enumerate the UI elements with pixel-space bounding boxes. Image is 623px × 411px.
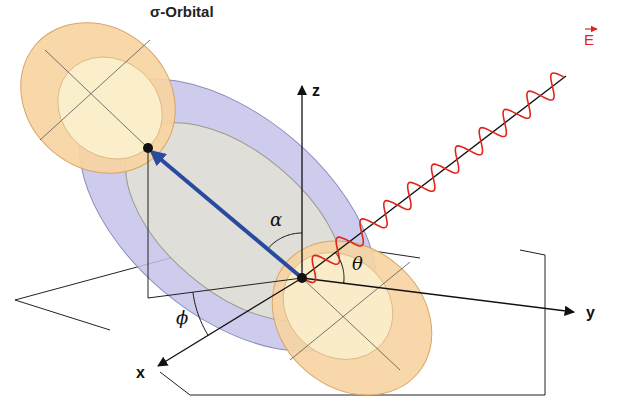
field-wave [302, 73, 564, 283]
origin-dot [297, 273, 307, 283]
projection-line [148, 150, 302, 298]
vector-accent [585, 28, 597, 29]
field-label: E [584, 32, 594, 49]
angle-arc [268, 233, 302, 249]
axis-line [158, 76, 574, 366]
lobe-lines [40, 40, 410, 370]
orbital-vector [152, 152, 302, 278]
angle-label: θ [352, 254, 363, 274]
blue-lobe [30, 26, 427, 404]
angle-label: α [270, 210, 282, 230]
diagram-title: σ-Orbital [150, 4, 214, 21]
axis-label: x [136, 364, 145, 382]
vector-tip [143, 143, 153, 153]
axis-label: y [586, 304, 595, 322]
angle-arc [193, 292, 208, 335]
axis-label: z [312, 82, 320, 100]
angle-label: ϕ [176, 308, 188, 328]
